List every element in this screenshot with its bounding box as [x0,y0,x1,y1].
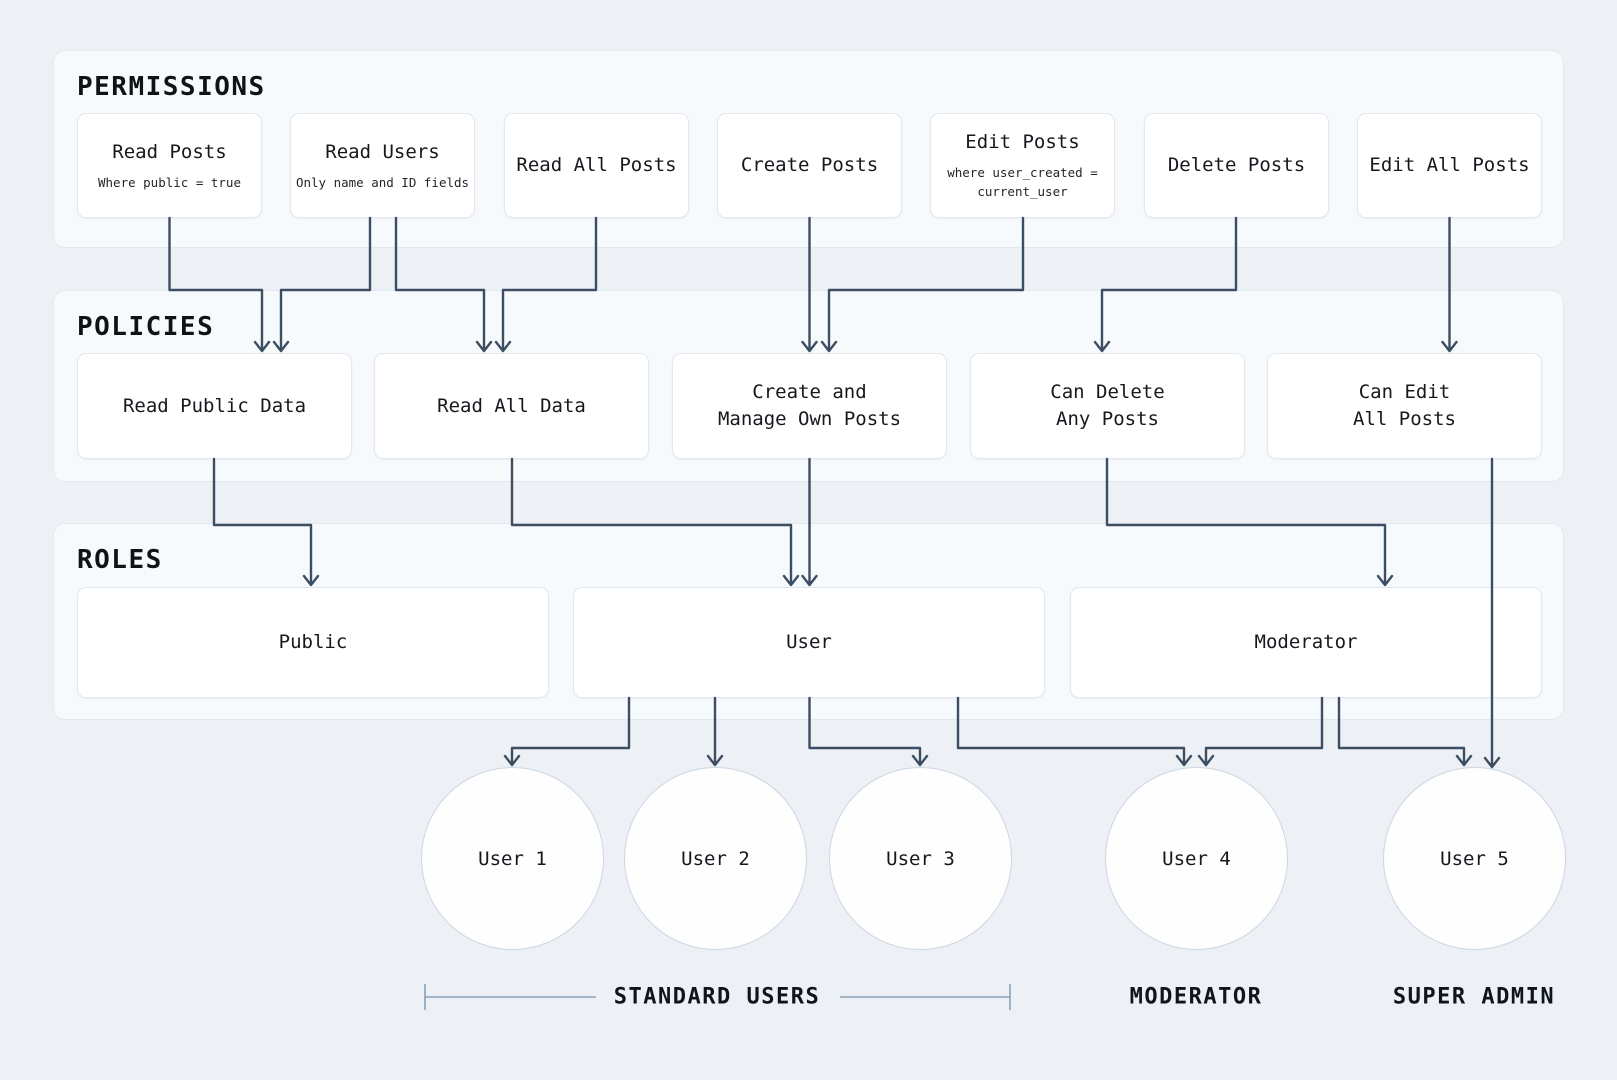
policies-section-title: POLICIES [77,312,215,342]
standard-users-bracket-left [424,984,596,1010]
node-title: Create Posts [740,154,879,177]
node-title: Moderator [1254,631,1358,654]
role-public: Public [77,587,549,698]
policy-read-public-data: Read Public Data [77,353,352,459]
user-circle-label: User 1 [478,847,547,870]
user-circle-label: User 4 [1162,847,1231,870]
node-title: User [786,631,832,654]
permission-edit-all-posts: Edit All Posts [1357,113,1542,218]
user-circle-label: User 3 [886,847,955,870]
user-circle-5: User 5 [1383,767,1566,950]
user-circle-1: User 1 [421,767,604,950]
policy-can-delete-any-posts: Can Delete Any Posts [970,353,1245,459]
node-title: Edit All Posts [1369,154,1530,177]
node-title: Read Public Data [122,394,307,417]
permissions-section-title: PERMISSIONS [77,72,266,102]
node-title: Read All Data [437,394,586,417]
node-subtitle: where user_created = current_user [947,164,1098,200]
policy-read-all-data: Read All Data [374,353,649,459]
node-title: Edit Posts [965,131,1080,154]
roles-section-title: ROLES [77,545,163,575]
node-title: Read Posts [112,141,227,164]
standard-users-bracket-right [840,984,1011,1010]
user-circle-label: User 5 [1440,847,1509,870]
permission-read-users: Read Users Only name and ID fields [290,113,475,218]
user-circle-3: User 3 [829,767,1012,950]
permission-create-posts: Create Posts [717,113,902,218]
moderator-label: MODERATOR [1129,984,1263,1010]
node-title: Public [278,631,348,654]
node-title: Can Edit All Posts [1353,381,1456,430]
policy-can-edit-all-posts: Can Edit All Posts [1267,353,1542,459]
permission-delete-posts: Delete Posts [1144,113,1329,218]
permission-read-posts: Read Posts Where public = true [77,113,262,218]
standard-users-label: STANDARD USERS [613,984,821,1010]
policy-create-and-manage-own-posts: Create and Manage Own Posts [672,353,947,459]
permission-edit-posts: Edit Posts where user_created = current_… [930,113,1115,218]
user-circle-2: User 2 [624,767,807,950]
node-title: Read Users [325,141,440,164]
role-moderator: Moderator [1070,587,1542,698]
permission-read-all-posts: Read All Posts [504,113,689,218]
role-user: User [573,587,1045,698]
node-title: Create and Manage Own Posts [717,381,902,430]
node-title: Can Delete Any Posts [1050,381,1165,430]
user-circle-4: User 4 [1105,767,1288,950]
node-subtitle: Only name and ID fields [295,174,470,190]
node-subtitle: Where public = true [98,174,241,190]
node-title: Delete Posts [1167,154,1306,177]
super-admin-label: SUPER ADMIN [1392,984,1556,1010]
node-title: Read All Posts [516,154,677,177]
user-circle-label: User 2 [681,847,750,870]
